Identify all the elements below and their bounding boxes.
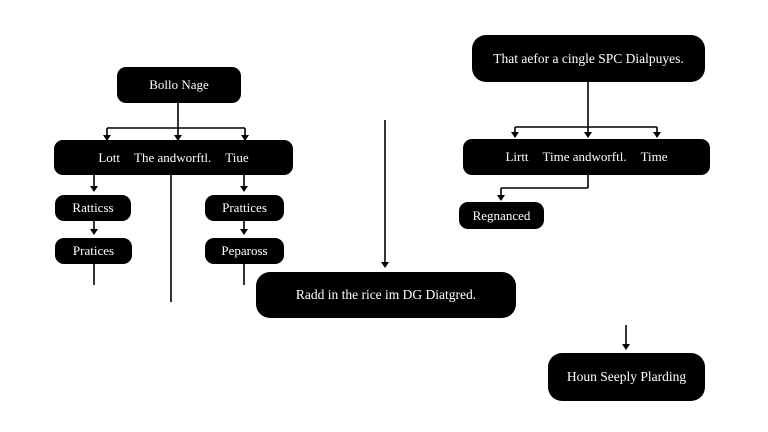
- left-row-node: Lott The andworftl. Tiue: [54, 140, 293, 175]
- bottom-right-label: Houn Seeply Plarding: [566, 369, 687, 384]
- right-root-node: That aefor a cingle SPC Dialpuyes.: [472, 35, 705, 82]
- center-label: Radd in the rice im DG Diatgred.: [295, 287, 477, 302]
- right-row-node: Lirtt Time andworftl. Time: [463, 139, 710, 175]
- right-col-node-2: Pepaross: [205, 238, 284, 264]
- left-root-label: Bollo Nage: [149, 77, 209, 92]
- left-row-label-c: Tiue: [225, 149, 249, 165]
- left-col-node-2: Pratices: [55, 238, 132, 264]
- right-col-node-1: Prattices: [205, 195, 284, 221]
- right-row-label-a: Lirtt: [505, 149, 529, 164]
- left-col-node-1: Ratticss: [55, 195, 131, 221]
- left-col-label-1: Ratticss: [72, 200, 114, 215]
- left-root-node: Bollo Nage: [117, 67, 241, 103]
- right-child-node: Regnanced: [459, 202, 544, 229]
- right-child-label: Regnanced: [472, 207, 531, 223]
- right-root-label: That aefor a cingle SPC Dialpuyes.: [493, 50, 684, 66]
- center-node: Radd in the rice im DG Diatgred.: [256, 272, 516, 318]
- left-row-label-b: The andworftl.: [134, 149, 212, 165]
- left-col-label-2: Pratices: [72, 243, 115, 258]
- left-row-label-a: Lott: [98, 149, 121, 165]
- right-row-label-b: Time andworftl.: [542, 149, 627, 164]
- right-col-label-1: Prattices: [222, 200, 267, 215]
- right-col-label-2: Pepaross: [221, 243, 268, 258]
- bottom-right-node: Houn Seeply Plarding: [548, 353, 705, 401]
- right-row-label-c: Time: [640, 149, 668, 164]
